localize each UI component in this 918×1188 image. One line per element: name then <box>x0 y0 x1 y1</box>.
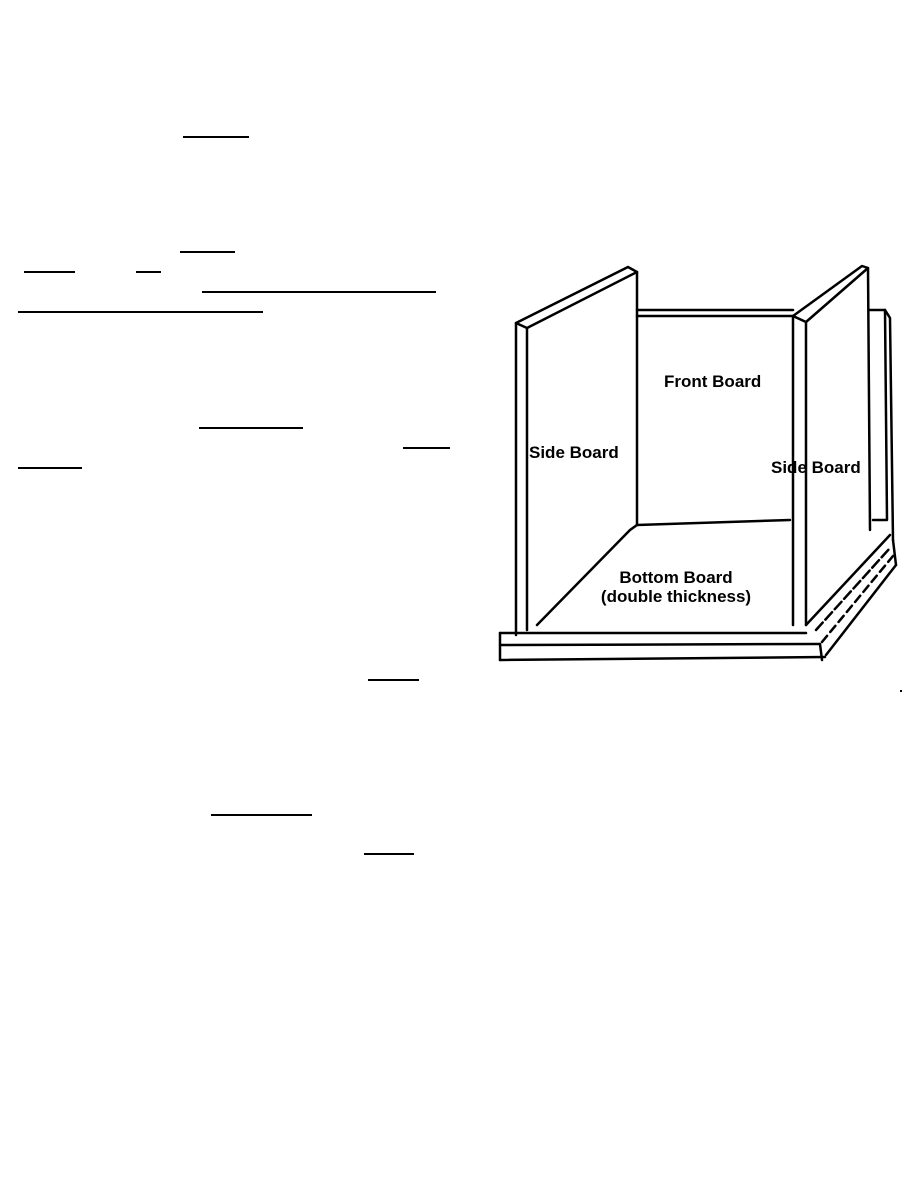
box-diagram: Front Board Side Board Side Board Bottom… <box>490 255 918 705</box>
side-board-left-label: Side Board <box>529 443 619 462</box>
fill-in-blank[interactable] <box>403 447 450 449</box>
fill-in-blank[interactable] <box>136 271 161 273</box>
fill-in-blank[interactable] <box>368 679 419 681</box>
fill-in-blank[interactable] <box>202 291 436 293</box>
fill-in-blank[interactable] <box>199 427 303 429</box>
fill-in-blank[interactable] <box>24 271 75 273</box>
front-board-label: Front Board <box>664 372 762 391</box>
bottom-board-label-line2: (double thickness) <box>600 587 752 606</box>
scan-speck <box>900 690 902 692</box>
bottom-board-label: Bottom Board (double thickness) <box>586 568 766 606</box>
fill-in-blank[interactable] <box>211 814 312 816</box>
box-line-drawing <box>498 264 898 662</box>
fill-in-blank[interactable] <box>18 467 82 469</box>
fill-in-blank[interactable] <box>183 136 249 138</box>
bottom-board-label-line1: Bottom Board <box>619 568 733 587</box>
fill-in-blank[interactable] <box>18 311 263 313</box>
fill-in-blank[interactable] <box>180 251 235 253</box>
fill-in-blank[interactable] <box>364 853 414 855</box>
side-board-right-label: Side Board <box>771 458 861 477</box>
